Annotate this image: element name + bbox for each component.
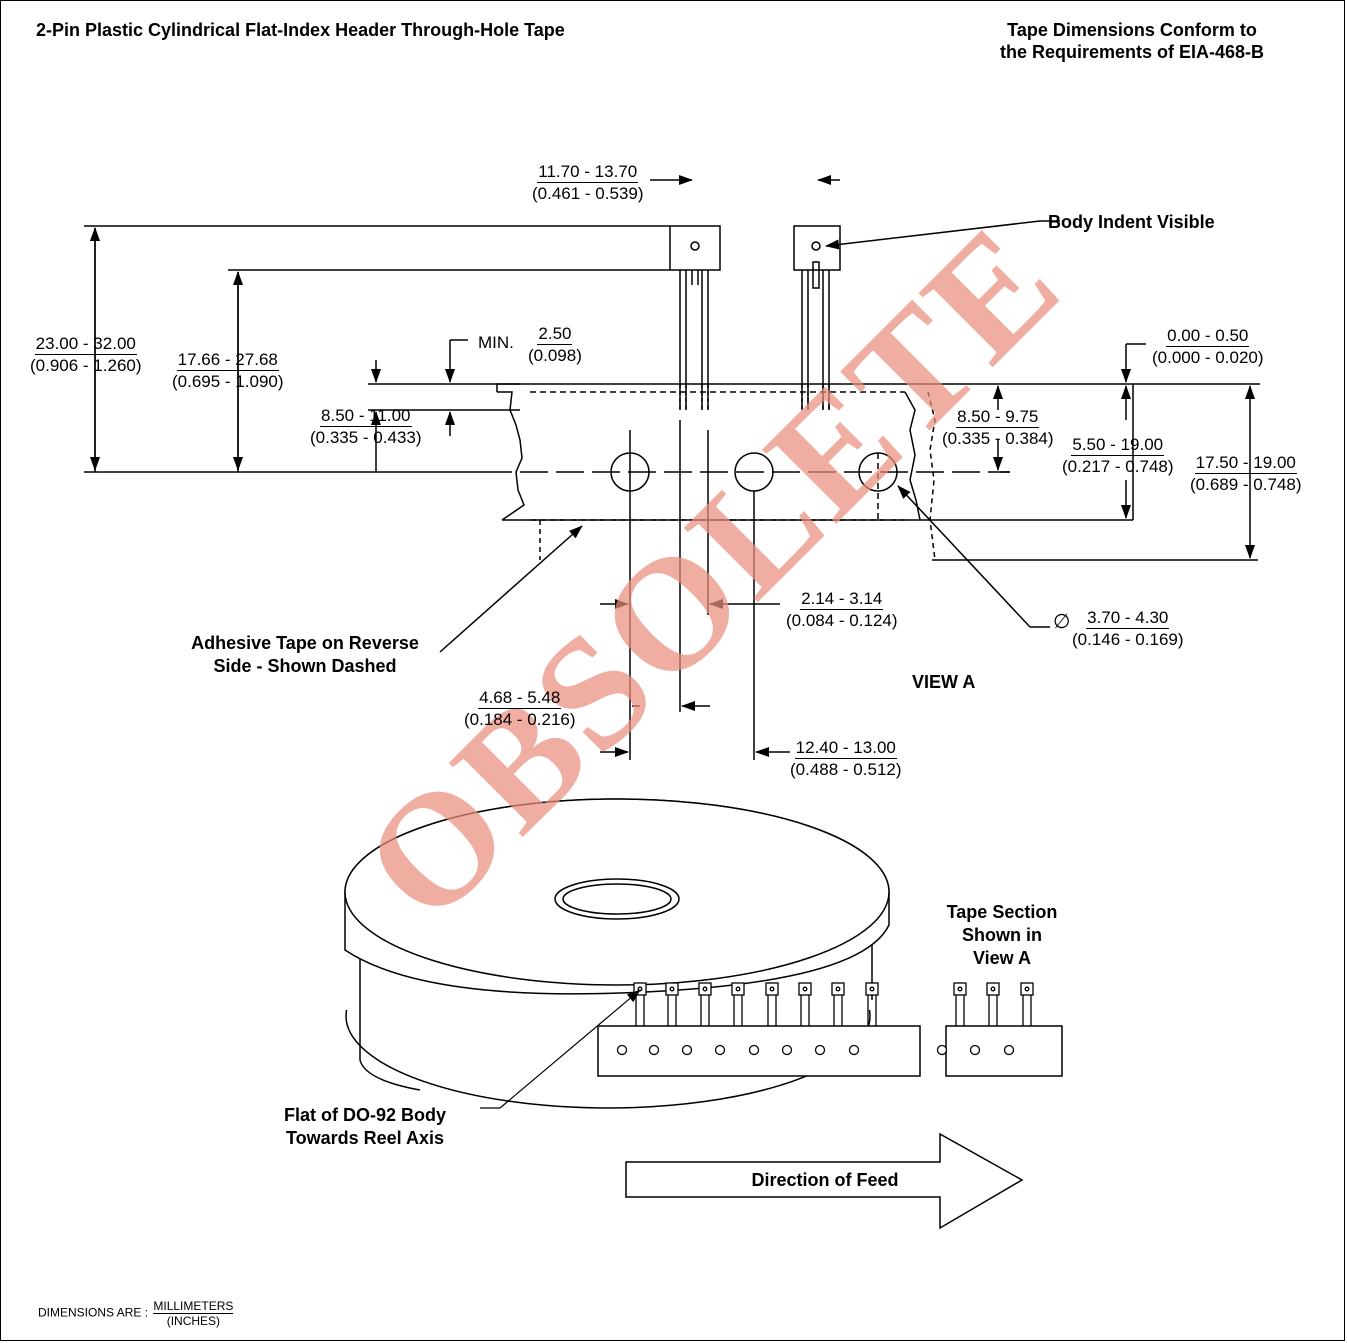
reel-sprocket-hole xyxy=(969,1044,981,1056)
diameter-symbol: ∅ xyxy=(1053,611,1071,633)
reel-sprocket-hole xyxy=(748,1044,760,1056)
tape-section-callout: Tape Section Shown in View A xyxy=(946,902,1058,968)
adhesive-tape-callout: Adhesive Tape on Reverse Side - Shown Da… xyxy=(191,633,419,676)
reel-sprocket-hole xyxy=(648,1044,660,1056)
flat-body-callout: Flat of DO-92 Body Towards Reel Axis xyxy=(283,1105,446,1148)
reel-sprocket-hole xyxy=(781,1044,793,1056)
direction-arrow xyxy=(625,1132,1024,1230)
reel-sprocket-hole xyxy=(936,1044,948,1056)
reel-component-indent xyxy=(957,986,963,992)
reel-component-indent xyxy=(990,986,996,992)
units-note: DIMENSIONS ARE : MILLIMETERS (INCHES) xyxy=(38,1299,234,1328)
dim-pitch: 12.40 - 13.00 (0.488 - 0.512) xyxy=(790,738,902,779)
tape-reel xyxy=(344,798,1063,1109)
dim-adhesive-width: 5.50 - 19.00 (0.217 - 0.748) xyxy=(1062,435,1174,476)
dim-hole-diameter: 3.70 - 4.30 (0.146 - 0.169) xyxy=(1072,608,1184,649)
dim-hole-to-body: 8.50 - 11.00 (0.335 - 0.433) xyxy=(310,406,422,447)
reel-component-indent xyxy=(869,986,875,992)
dim-tape-offset: 0.00 - 0.50 (0.000 - 0.020) xyxy=(1152,326,1264,367)
dim-overall-height: 23.00 - 32.00 (0.906 - 1.260) xyxy=(30,334,142,375)
reel-sprocket-hole xyxy=(814,1044,826,1056)
reel-sprocket-hole xyxy=(848,1044,860,1056)
dim-lead-spacing: 2.14 - 3.14 (0.084 - 0.124) xyxy=(786,589,898,630)
component-body-side xyxy=(793,225,841,271)
reel-sprocket-hole xyxy=(1003,1044,1015,1056)
reel-component-indent xyxy=(1024,986,1030,992)
drawing-title: 2-Pin Plastic Cylindrical Flat-Index Hea… xyxy=(36,20,565,40)
reel-component-indent xyxy=(735,986,741,992)
reel-component-indent xyxy=(835,986,841,992)
dim-hole-to-edge: 8.50 - 9.75 (0.335 - 0.384) xyxy=(942,407,1054,448)
reel-sprocket-hole xyxy=(681,1044,693,1056)
conformance-line-2: the Requirements of EIA-468-B xyxy=(999,42,1265,62)
direction-of-feed-label: Direction of Feed xyxy=(751,1170,899,1190)
component-body-front xyxy=(669,225,721,271)
reel-component-indent xyxy=(669,986,675,992)
conformance-note: Tape Dimensions Conform to the Requireme… xyxy=(955,19,1309,63)
reel-component-indent xyxy=(702,986,708,992)
dim-body-width: 11.70 - 13.70 (0.461 - 0.539) xyxy=(532,162,644,203)
reel-component-indent xyxy=(802,986,808,992)
reel-sprocket-hole xyxy=(714,1044,726,1056)
dim-min-clearance: 2.50 (0.098) xyxy=(528,324,582,365)
dim-hole-to-lead: 4.68 - 5.48 (0.184 - 0.216) xyxy=(464,688,576,729)
min-label: MIN. xyxy=(478,333,514,352)
reel-component-indent xyxy=(769,986,775,992)
view-a-label: VIEW A xyxy=(912,672,976,692)
units-fraction: MILLIMETERS (INCHES) xyxy=(153,1299,234,1328)
dim-tape-width: 17.50 - 19.00 (0.689 - 0.748) xyxy=(1190,453,1302,494)
body-indent-dot xyxy=(690,241,700,251)
reel-sprocket-hole xyxy=(616,1044,628,1056)
body-indent-callout: Body Indent Visible xyxy=(1048,212,1215,232)
reel-components xyxy=(616,982,1034,1056)
dim-lead-height: 17.66 - 27.68 (0.695 - 1.090) xyxy=(172,350,284,391)
conformance-line-1: Tape Dimensions Conform to xyxy=(1007,20,1257,40)
